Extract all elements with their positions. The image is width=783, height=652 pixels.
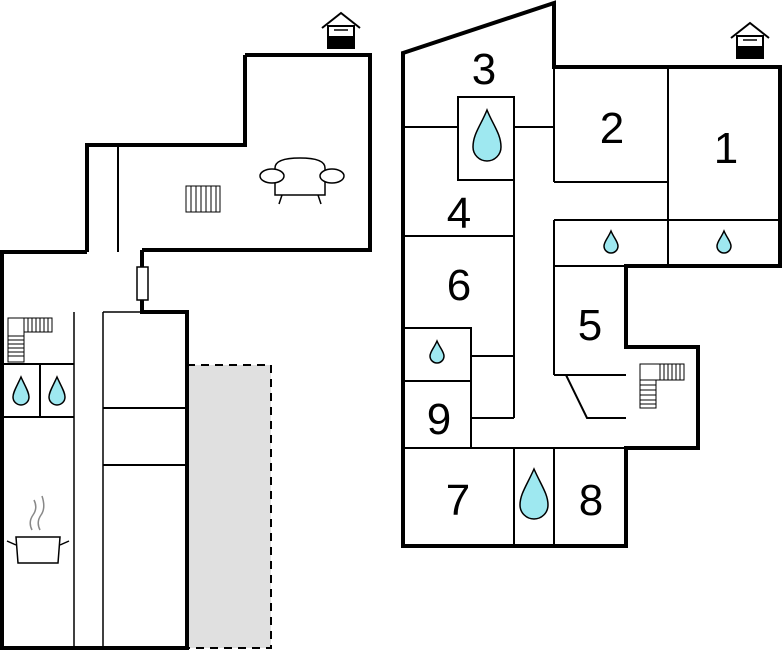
water-drop-icon [472,107,502,162]
room-label-5: 5 [578,301,602,350]
room-label-2: 2 [600,104,624,153]
bathroom-3 [457,96,515,181]
room-label-3: 3 [472,45,496,94]
room-label-7: 7 [446,476,470,525]
door-element [136,266,149,301]
room-label-8: 8 [579,476,603,525]
stairs-icon [639,363,685,409]
room-label-9: 9 [427,395,451,444]
carport-area [186,364,272,649]
upper-wall-left [85,55,247,252]
partition [565,374,626,419]
stairs-icon [7,317,53,363]
sofa-icon [259,157,345,205]
room-label-6: 6 [447,261,471,310]
house-entrance-icon [730,21,770,59]
lower-wall [0,250,189,650]
room-label-1: 1 [714,124,738,173]
water-drop-icon [48,375,66,406]
radiator-icon [185,185,221,213]
upper-wall [142,53,372,252]
house-entrance-icon [321,11,361,49]
room-label-4: 4 [447,189,471,238]
water-drop-icon [12,375,30,406]
water-drop-icon [519,467,549,520]
right-building: 1 2 3 4 5 6 7 8 9 [401,0,782,548]
cooking-pot-icon [6,495,70,564]
water-drop-icon [603,229,619,254]
bathroom-6 [402,327,472,382]
water-drop-icon [716,229,732,254]
left-building [0,11,372,650]
water-drop-icon [429,339,445,364]
